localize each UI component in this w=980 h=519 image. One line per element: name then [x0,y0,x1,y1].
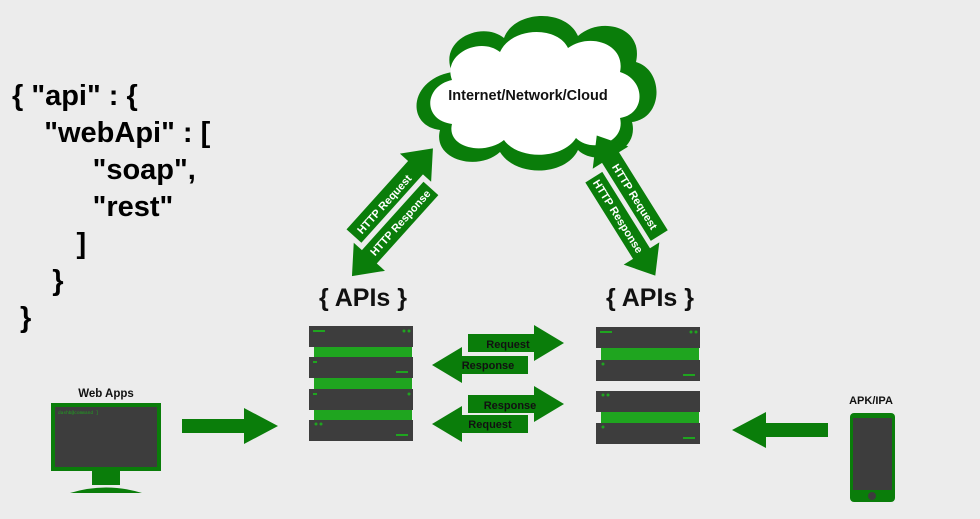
apk-ipa-label: APK/IPA [849,395,893,407]
mobile-phone-icon [850,413,895,502]
mobile-to-server-arrow [732,412,828,448]
middle-request-label-top: Request [486,339,530,351]
right-server-title: { APIs } [606,284,694,312]
middle-request-label-bottom: Request [468,419,512,431]
code-line: "rest" [12,191,174,223]
code-line: "soap", [12,154,196,186]
middle-arrows: Request Response Response Request [432,325,564,442]
monitor-icon: dashb@command ] [51,403,161,493]
code-line: } [12,302,32,334]
code-line: { "api" : { [12,80,138,112]
monitor-terminal-text: dashb@command ] [58,410,99,416]
code-snippet: { "api" : { "webApi" : [ "soap", "rest" … [12,78,210,337]
right-server-stack-icon [596,327,700,444]
cloud-label: Internet/Network/Cloud [448,88,608,104]
middle-response-label-bottom: Response [484,400,537,412]
code-line: } [12,265,64,297]
code-line: ] [12,228,87,260]
code-line: "webApi" : [ [12,117,211,149]
web-apps-label: Web Apps [78,388,134,400]
cloud-icon: Internet/Network/Cloud [416,15,657,171]
web-to-server-arrow [182,408,278,444]
left-server-stack-icon [309,326,413,441]
left-http-arrows: HTTP Request HTTP Response [346,148,439,277]
middle-response-label-top: Response [462,360,515,372]
left-server-title: { APIs } [319,284,407,312]
